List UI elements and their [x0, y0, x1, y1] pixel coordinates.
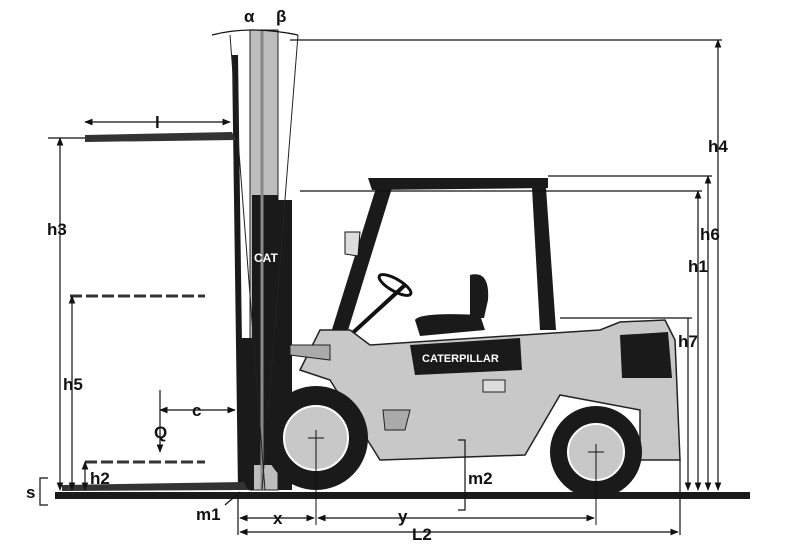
- steering-column: [343, 283, 407, 342]
- dimension-lines: [39, 29, 722, 536]
- label-s: s: [26, 483, 35, 502]
- label-h6: h6: [700, 225, 720, 244]
- label-x: x: [273, 509, 283, 528]
- truck-body: CATERPILLAR: [289, 319, 681, 461]
- label-h1: h1: [688, 257, 708, 276]
- label-Q: Q: [154, 423, 167, 442]
- label-h4: h4: [708, 137, 728, 156]
- mast-logo: CAT: [254, 251, 278, 265]
- overhead-guard: [330, 178, 556, 340]
- label-m2: m2: [468, 469, 493, 488]
- front-wheel: [264, 386, 368, 525]
- label-c: c: [192, 401, 201, 420]
- label-l: l: [155, 113, 160, 132]
- body-logo: CATERPILLAR: [422, 353, 499, 365]
- seat: [415, 274, 489, 336]
- label-beta: β: [276, 7, 286, 26]
- label-h2: h2: [90, 469, 110, 488]
- fork-carriage: [238, 338, 254, 490]
- raised-fork: [85, 132, 236, 142]
- label-m1: m1: [196, 505, 221, 524]
- label-y: y: [398, 507, 408, 526]
- ground-line: [55, 492, 750, 499]
- steering-wheel: [377, 273, 413, 297]
- label-alpha: α: [244, 7, 255, 26]
- rear-wheel: [550, 406, 642, 525]
- label-h7: h7: [678, 332, 698, 351]
- lower-fork: [62, 482, 248, 491]
- label-h5: h5: [63, 375, 83, 394]
- label-L2: L2: [412, 525, 432, 544]
- label-h3: h3: [47, 220, 67, 239]
